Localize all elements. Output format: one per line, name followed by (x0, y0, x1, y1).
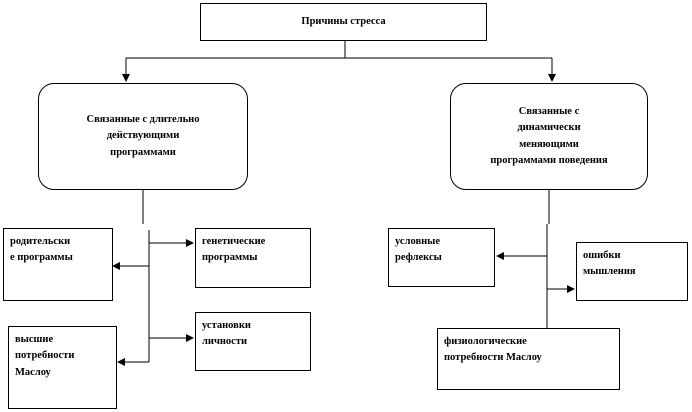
genetic-programs-box: генетические программы (195, 228, 311, 288)
left-group-label: Связанные с длительно действующими прогр… (86, 114, 200, 158)
genetic-programs-label: генетические программы (202, 236, 266, 264)
root-box: Причины стресса (200, 3, 487, 41)
right-group-box: Связанные с динамически меняющими програ… (450, 83, 648, 190)
root-label: Причины стресса (301, 15, 386, 27)
thinking-errors-label: ошибки мышления (583, 250, 636, 278)
right-group-label: Связанные с динамически меняющими програ… (490, 105, 608, 166)
higher-needs-box: высшие потребности Маслоу (8, 326, 117, 409)
thinking-errors-box: ошибки мышления (576, 242, 688, 301)
left-group-box: Связанные с длительно действующими прогр… (38, 83, 248, 190)
parental-programs-box: родительски е программы (3, 228, 113, 301)
parental-programs-label: родительски е программы (10, 236, 73, 264)
conditioned-reflexes-box: условные рефлексы (388, 228, 495, 287)
physiological-needs-box: физиологические потребности Маслоу (437, 328, 620, 390)
conditioned-reflexes-label: условные рефлексы (395, 236, 442, 264)
higher-needs-label: высшие потребности Маслоу (15, 334, 75, 378)
personal-attitudes-box: установки личности (195, 312, 311, 371)
personal-attitudes-label: установки личности (202, 320, 251, 348)
physiological-needs-label: физиологические потребности Маслоу (444, 336, 542, 364)
